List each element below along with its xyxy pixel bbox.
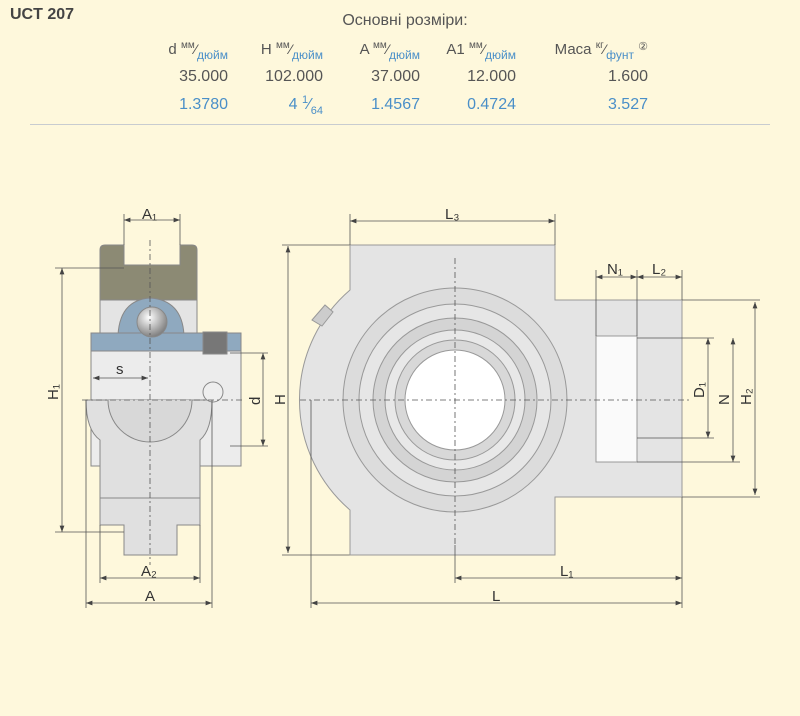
header-mass: Маса кг⁄фунт ② bbox=[554, 40, 648, 62]
label-A2: A₂ bbox=[141, 563, 157, 580]
value-H-inch: 4 1⁄64 bbox=[288, 94, 323, 117]
divider bbox=[30, 124, 770, 125]
header-A: A мм⁄дюйм bbox=[359, 40, 420, 62]
header-A1: A1 мм⁄дюйм bbox=[446, 40, 516, 62]
label-L: L bbox=[492, 588, 500, 605]
label-L2: L₂ bbox=[652, 261, 666, 278]
value-mass-kg: 1.600 bbox=[607, 68, 648, 85]
slot bbox=[595, 335, 638, 463]
model-title: UCT 207 bbox=[10, 6, 75, 23]
grease-nipple bbox=[311, 304, 334, 327]
housing-foot bbox=[85, 399, 213, 556]
side-view bbox=[85, 244, 242, 556]
label-L3: L₃ bbox=[445, 206, 459, 223]
housing-top-section bbox=[99, 244, 198, 301]
value-mass-lb: 3.527 bbox=[607, 96, 648, 113]
label-L1: L₁ bbox=[560, 563, 573, 580]
value-A-mm: 37.000 bbox=[371, 68, 420, 85]
value-H-mm: 102.000 bbox=[265, 68, 323, 85]
value-A-inch: 1.4567 bbox=[371, 96, 420, 113]
label-N: N bbox=[716, 394, 733, 405]
label-H: H bbox=[272, 394, 289, 405]
header-H: H мм⁄дюйм bbox=[260, 40, 323, 62]
label-s: s bbox=[116, 361, 124, 378]
ball bbox=[136, 306, 168, 338]
label-H2: H₂ bbox=[738, 388, 755, 405]
set-screw bbox=[202, 331, 228, 355]
label-D1: D₁ bbox=[691, 382, 708, 398]
value-d-mm: 35.000 bbox=[179, 68, 228, 85]
label-A1: A₁ bbox=[142, 206, 157, 223]
table-title: Основні розміри: bbox=[342, 12, 468, 29]
label-d: d bbox=[247, 397, 264, 405]
label-H1: H₁ bbox=[45, 384, 62, 400]
header-d: d мм⁄дюйм bbox=[168, 40, 228, 62]
value-A1-inch: 0.4724 bbox=[467, 96, 516, 113]
label-N1: N₁ bbox=[607, 261, 623, 278]
label-A: A bbox=[145, 588, 155, 605]
value-A1-mm: 12.000 bbox=[467, 68, 516, 85]
value-d-inch: 1.3780 bbox=[179, 96, 228, 113]
